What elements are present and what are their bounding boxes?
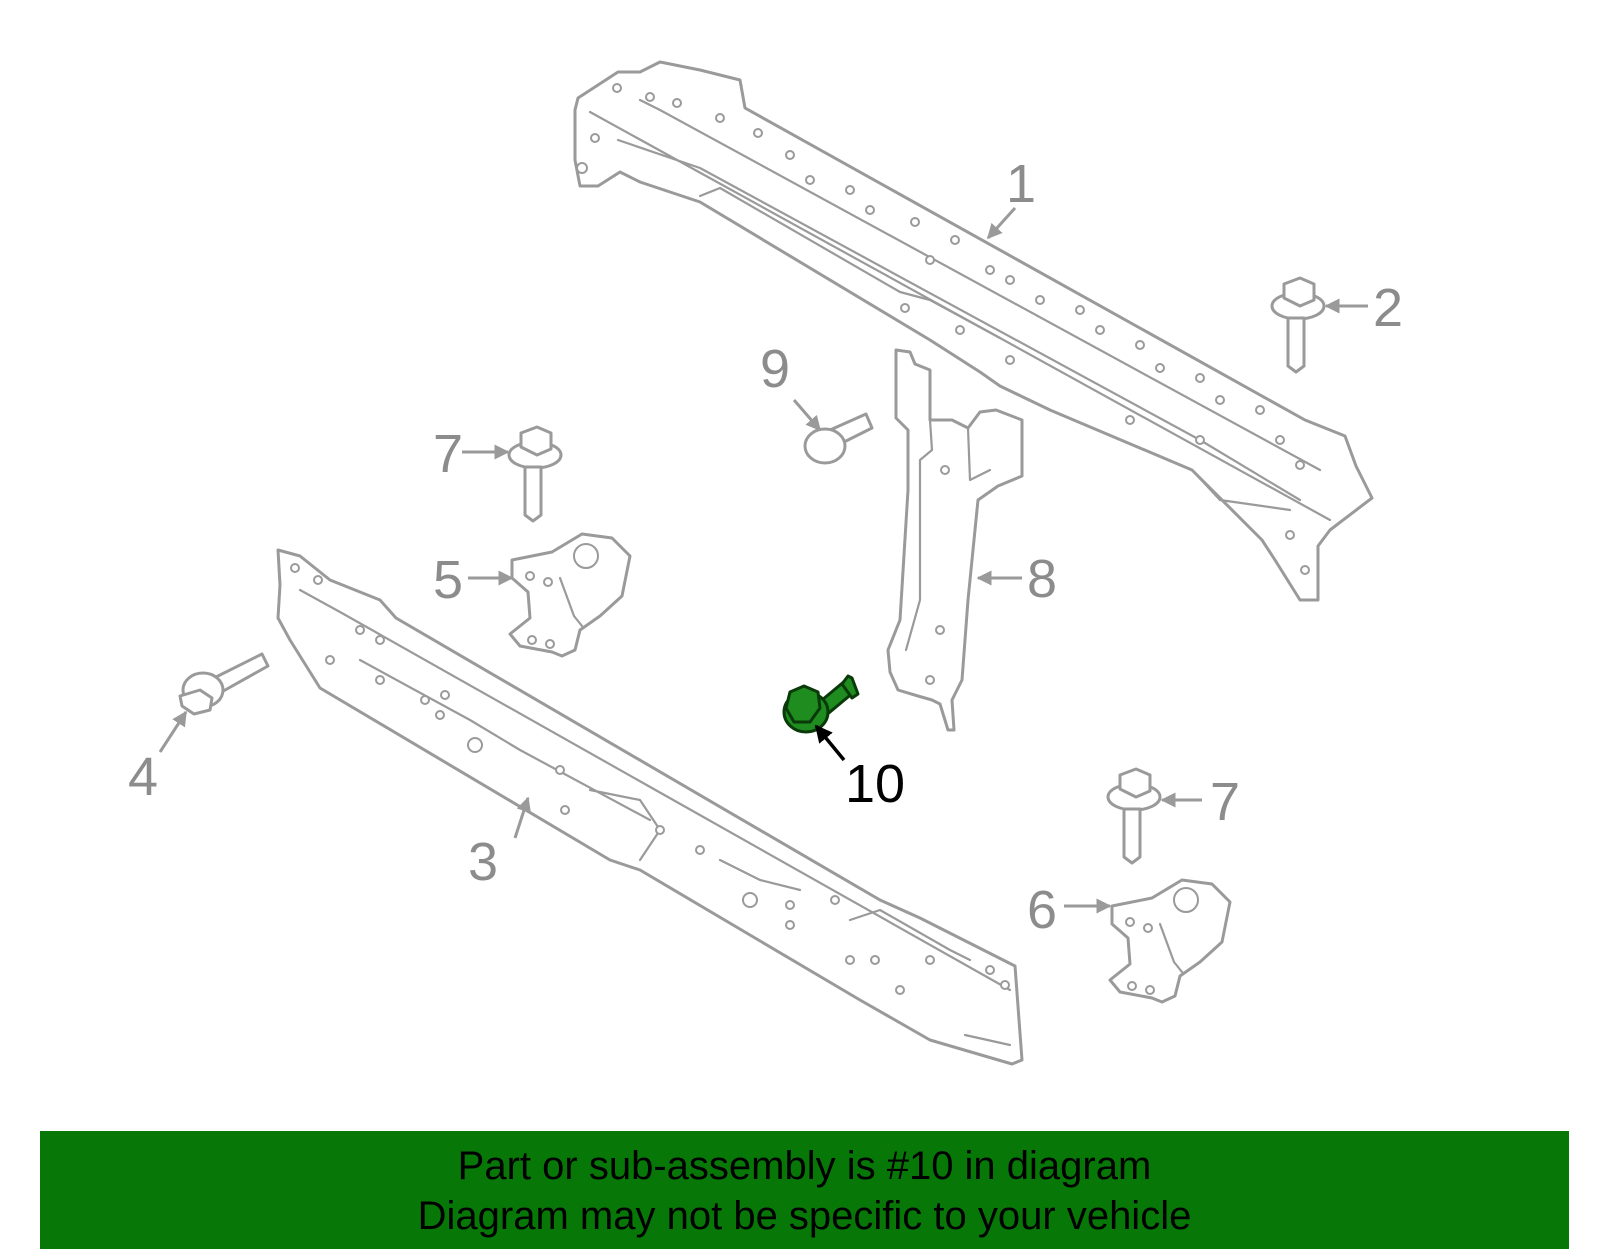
bolt-4 xyxy=(178,652,270,716)
callout-7-lower: 7 xyxy=(1210,772,1240,832)
callout-7-upper: 7 xyxy=(433,424,463,484)
bolt-9 xyxy=(803,412,874,465)
bracket-6 xyxy=(1108,878,1232,1004)
footer-banner: Part or sub-assembly is #10 in diagram D… xyxy=(40,1131,1569,1249)
parts-diagram: 1 2 3 4 5 6 7 7 8 9 10 xyxy=(128,60,1403,1066)
leader-lines xyxy=(158,206,1368,914)
beam-holes xyxy=(576,83,1310,575)
bracket-5 xyxy=(508,532,632,658)
callout-9: 9 xyxy=(760,339,790,399)
lower-beam-holes xyxy=(290,563,1010,995)
upper-support-beam xyxy=(573,60,1374,602)
callout-4: 4 xyxy=(128,747,158,807)
bolt-7-lower xyxy=(1106,767,1162,865)
callout-5: 5 xyxy=(433,550,463,610)
footer-line-2: Diagram may not be specific to your vehi… xyxy=(417,1194,1192,1238)
vertical-support-bracket xyxy=(886,348,1024,732)
callout-1: 1 xyxy=(1006,154,1036,214)
bolt-2 xyxy=(1270,276,1326,374)
callout-3: 3 xyxy=(468,832,498,892)
callout-6: 6 xyxy=(1027,880,1057,940)
callout-8: 8 xyxy=(1027,549,1057,609)
callout-2: 2 xyxy=(1373,278,1403,338)
bolt-7-upper xyxy=(507,425,563,523)
lower-support-beam xyxy=(276,548,1024,1066)
bolt-10-highlighted xyxy=(782,674,860,734)
footer-line-1: Part or sub-assembly is #10 in diagram xyxy=(457,1144,1152,1188)
callout-10: 10 xyxy=(845,754,905,814)
